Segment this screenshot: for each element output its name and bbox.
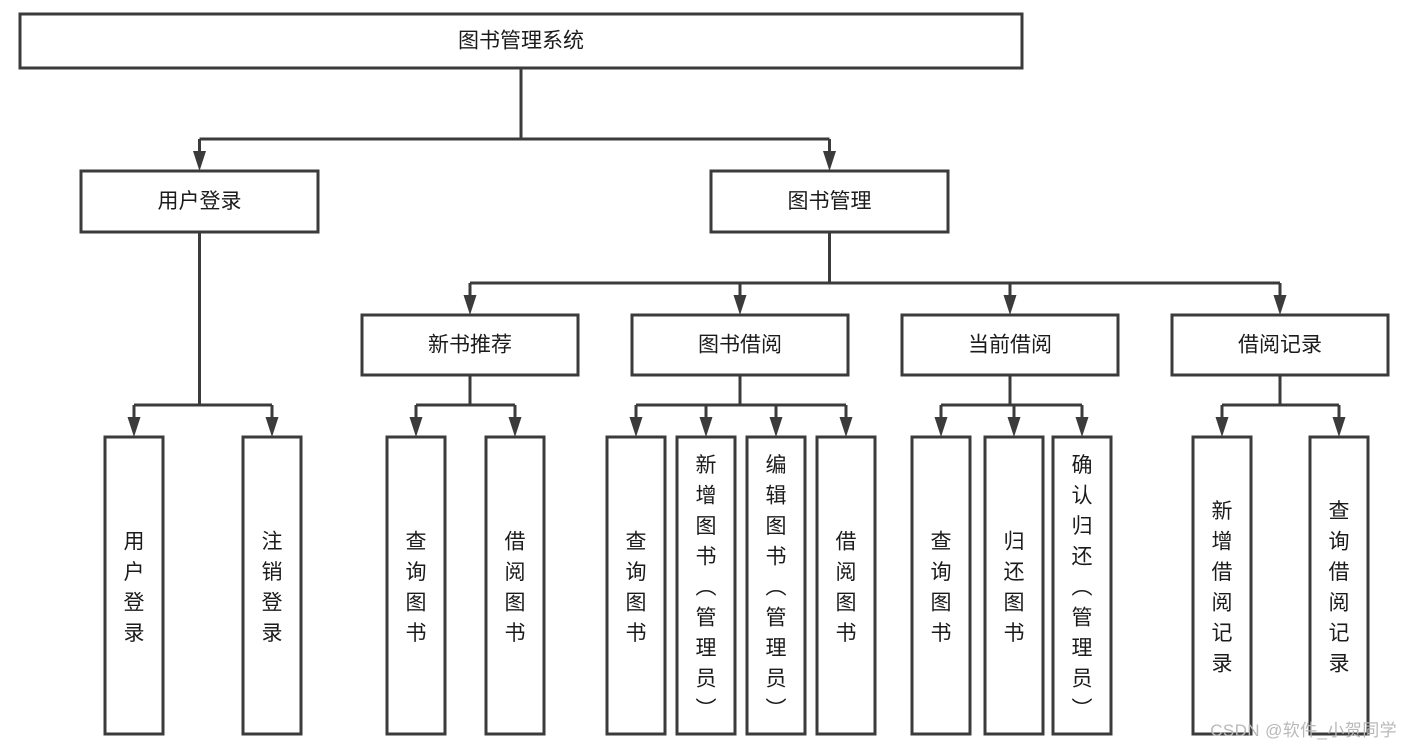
connector-layer	[127, 68, 1346, 437]
node-user-login[interactable]: 用户登录	[79, 169, 320, 234]
node-label: 用户登录	[158, 190, 242, 213]
node-label: 归还图书	[1004, 530, 1025, 645]
node-label: 查询图书	[931, 530, 952, 645]
node-leaf-query-book-1[interactable]: 查询图书	[385, 435, 447, 736]
node-box	[745, 435, 807, 736]
node-label: 借阅图书	[836, 530, 857, 645]
node-label: 查询图书	[626, 530, 647, 645]
node-box	[79, 169, 320, 234]
arrow-head-icon	[409, 417, 423, 437]
node-box	[241, 435, 303, 736]
node-box	[815, 435, 877, 736]
arrow-head-icon	[1215, 417, 1229, 437]
node-leaf-query-record[interactable]: 查询借阅记录	[1308, 435, 1370, 736]
node-leaf-logout[interactable]: 注销登录	[241, 435, 303, 736]
node-box	[709, 169, 950, 234]
arrow-head-icon	[839, 417, 853, 437]
node-box	[1051, 435, 1113, 736]
node-leaf-edit-book-admin[interactable]: 编辑图书︵管理员︶	[745, 435, 807, 736]
node-box	[910, 435, 972, 736]
arrow-head-icon	[265, 417, 279, 437]
node-label: 图书管理	[788, 190, 872, 213]
node-box	[360, 313, 580, 377]
arrow-head-icon	[127, 417, 141, 437]
node-label: 借阅图书	[505, 530, 526, 645]
node-box	[103, 435, 165, 736]
node-borrow-record[interactable]: 借阅记录	[1170, 313, 1390, 377]
node-leaf-user-login[interactable]: 用户登录	[103, 435, 165, 736]
node-leaf-query-book-3[interactable]: 查询图书	[910, 435, 972, 736]
arrow-head-icon	[769, 417, 783, 437]
node-box	[983, 435, 1045, 736]
arrow-head-icon	[1332, 417, 1346, 437]
node-label: 编辑图书︵管理员︶	[766, 454, 787, 721]
node-box	[1308, 435, 1370, 736]
node-label: 查询图书	[406, 530, 427, 645]
node-label: 当前借阅	[968, 334, 1052, 357]
node-label: 查询借阅记录	[1329, 500, 1350, 676]
node-box	[18, 12, 1024, 70]
node-label: 确认归还︵管理员︶	[1072, 454, 1093, 721]
node-box	[484, 435, 546, 736]
node-box	[1170, 313, 1390, 377]
node-leaf-add-book-admin[interactable]: 新增图书︵管理员︶	[675, 435, 737, 736]
node-label: 用户登录	[124, 530, 145, 645]
arrow-head-icon	[733, 295, 747, 315]
arrow-head-icon	[1003, 295, 1017, 315]
node-book-manage[interactable]: 图书管理	[709, 169, 950, 234]
node-layer: 图书管理系统用户登录图书管理新书推荐图书借阅当前借阅借阅记录用户登录注销登录查询…	[18, 12, 1390, 736]
node-box	[605, 435, 667, 736]
arrow-head-icon	[193, 151, 206, 171]
arrow-head-icon	[823, 151, 836, 171]
node-label: 图书借阅	[698, 334, 782, 357]
node-leaf-add-record[interactable]: 新增借阅记录	[1191, 435, 1253, 736]
node-leaf-query-book-2[interactable]: 查询图书	[605, 435, 667, 736]
node-label: 新增图书︵管理员︶	[696, 454, 717, 721]
arrow-head-icon	[1007, 417, 1021, 437]
node-label: 借阅记录	[1238, 334, 1322, 357]
arrow-head-icon	[508, 417, 522, 437]
arrow-head-icon	[463, 295, 477, 315]
node-label: 图书管理系统	[458, 30, 584, 53]
node-leaf-borrow-book-1[interactable]: 借阅图书	[484, 435, 546, 736]
node-box	[900, 313, 1120, 377]
node-leaf-return-book[interactable]: 归还图书	[983, 435, 1045, 736]
node-current-borrow[interactable]: 当前借阅	[900, 313, 1120, 377]
node-book-borrow[interactable]: 图书借阅	[630, 313, 850, 377]
node-box	[675, 435, 737, 736]
arrow-head-icon	[1075, 417, 1089, 437]
node-box	[1191, 435, 1253, 736]
arrow-head-icon	[629, 417, 643, 437]
node-label: 注销登录	[262, 530, 283, 645]
node-root[interactable]: 图书管理系统	[18, 12, 1024, 70]
arrow-head-icon	[1273, 295, 1287, 315]
node-leaf-borrow-book-2[interactable]: 借阅图书	[815, 435, 877, 736]
node-box	[385, 435, 447, 736]
arrow-head-icon	[934, 417, 948, 437]
node-label: 新增借阅记录	[1212, 500, 1233, 676]
arrow-head-icon	[699, 417, 713, 437]
node-label: 新书推荐	[428, 334, 512, 357]
node-new-book-rec[interactable]: 新书推荐	[360, 313, 580, 377]
node-box	[630, 313, 850, 377]
node-leaf-confirm-return-admin[interactable]: 确认归还︵管理员︶	[1051, 435, 1113, 736]
